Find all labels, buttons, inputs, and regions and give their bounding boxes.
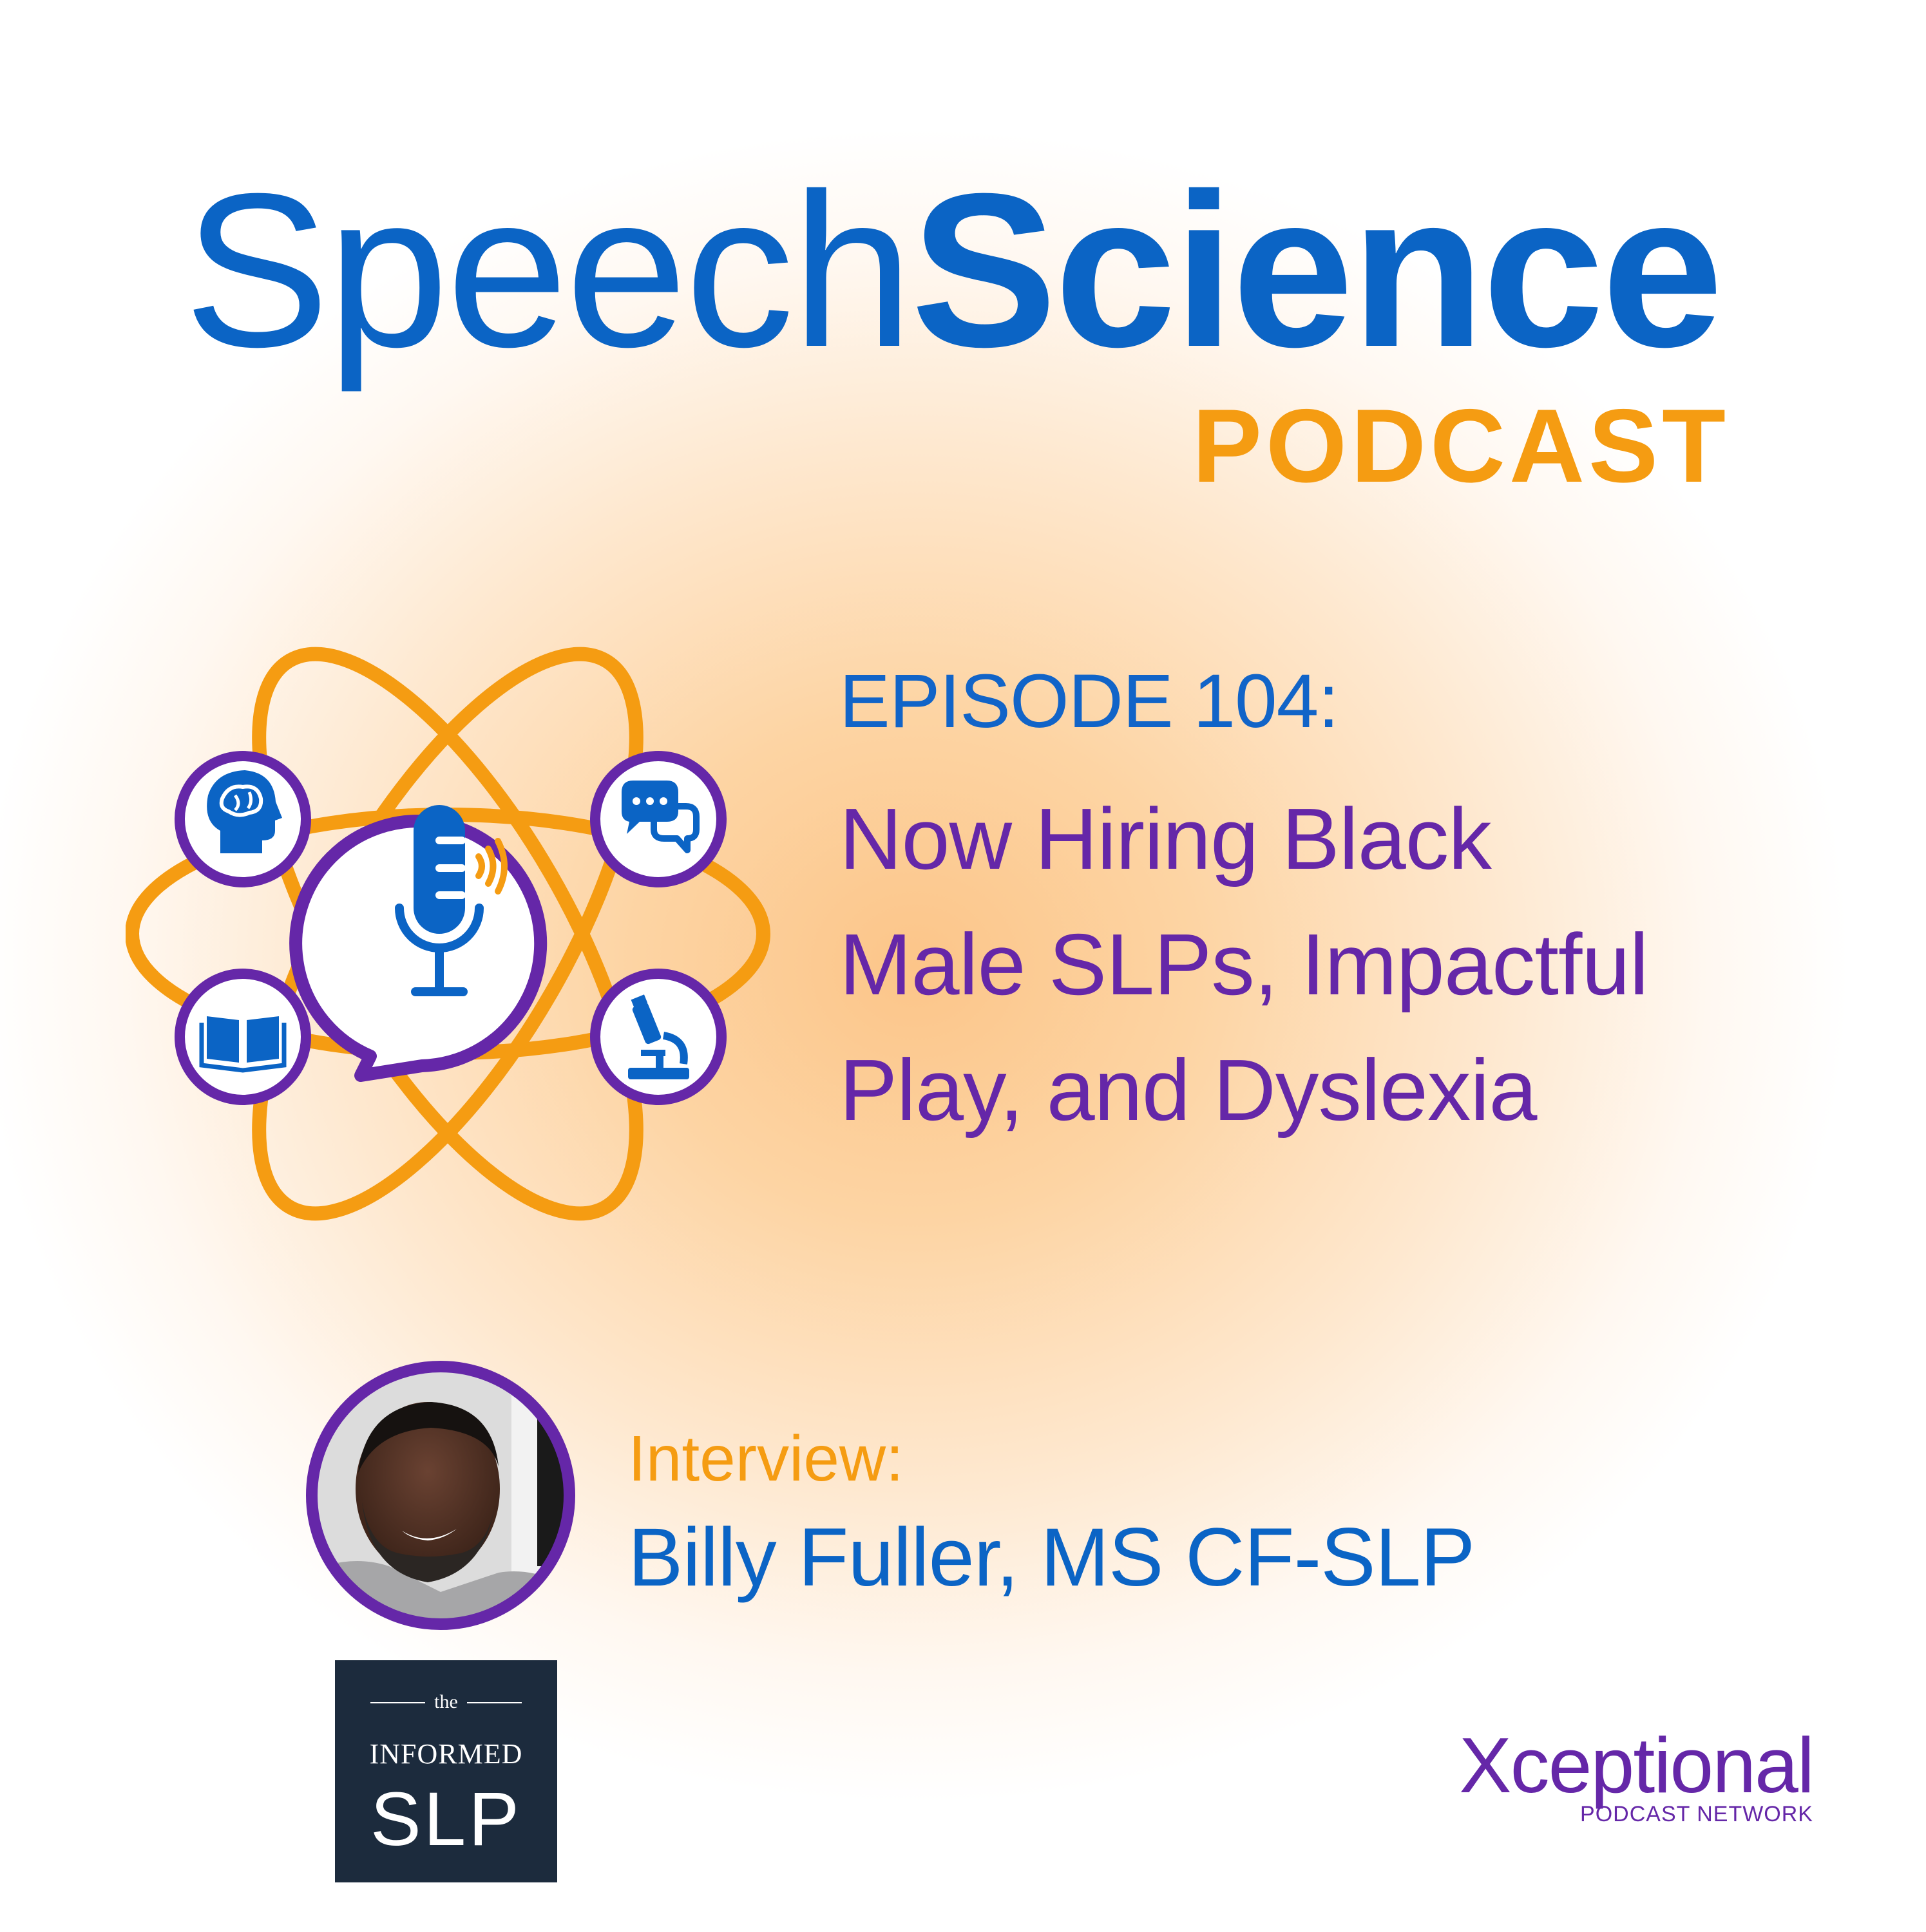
brand-header: SpeechScience PODCAST xyxy=(0,0,1926,515)
title-speech: Speech xyxy=(184,148,913,393)
guest-photo xyxy=(306,1361,575,1630)
network-logo: Xceptional PODCAST NETWORK xyxy=(1459,1721,1815,1827)
book-icon xyxy=(175,969,311,1105)
chat-bubbles-icon xyxy=(590,751,727,887)
podcast-title: SpeechScience xyxy=(184,161,1723,380)
microscope-icon xyxy=(590,969,727,1105)
episode-title-line-1: Now Hiring Black xyxy=(839,790,1492,887)
logo-rule-right xyxy=(467,1702,522,1703)
logo-the-text: the xyxy=(434,1691,458,1712)
logo-rule-left xyxy=(370,1702,425,1703)
logo-slp-text: SLP xyxy=(370,1777,522,1862)
episode-title-line-3: Play, and Dyslexia xyxy=(839,1041,1538,1139)
podcast-subtitle: PODCAST xyxy=(1192,388,1730,504)
title-science: Science xyxy=(911,148,1723,393)
episode-title: Now Hiring Black Male SLPs, Impactful Pl… xyxy=(839,776,1773,1153)
network-subtitle: PODCAST NETWORK xyxy=(1580,1802,1813,1826)
episode-title-line-2: Male SLPs, Impactful xyxy=(839,916,1649,1013)
logo-informed-text: INFORMED xyxy=(369,1738,523,1770)
network-name: Xceptional xyxy=(1459,1721,1815,1809)
microphone-icon xyxy=(289,805,548,1082)
interview-label: Interview: xyxy=(628,1423,904,1495)
guest-name: Billy Fuller, MS CF-SLP xyxy=(628,1511,1475,1604)
informed-slp-logo: the INFORMED SLP xyxy=(335,1660,557,1882)
episode-number: EPISODE 104: xyxy=(839,659,1339,744)
brain-head-icon xyxy=(175,751,311,887)
podcast-logo xyxy=(126,647,770,1221)
